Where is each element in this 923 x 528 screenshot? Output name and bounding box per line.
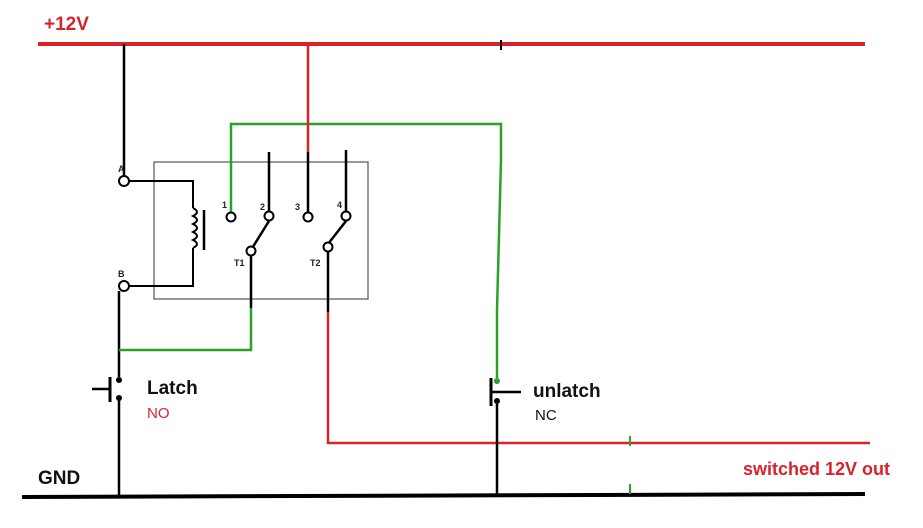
latch-label: Latch xyxy=(147,378,198,399)
relay-contact-1 xyxy=(225,211,237,223)
unlatch-contact-top xyxy=(494,378,500,384)
ground-label: GND xyxy=(38,468,80,489)
coil-wire-top xyxy=(129,180,194,208)
contact-3-label: 3 xyxy=(295,202,300,212)
latch-type-label: NO xyxy=(147,405,170,422)
t1-switch-arm xyxy=(249,220,271,251)
coil-terminal-a-label: A xyxy=(118,164,125,174)
coil-terminal-b xyxy=(118,280,130,292)
output-label: switched 12V out xyxy=(743,459,890,479)
switched-output-wire xyxy=(326,312,870,445)
relay-contact-3 xyxy=(302,211,314,223)
coil-terminal-a xyxy=(118,175,130,187)
coil-terminal-b-label: B xyxy=(118,269,125,279)
relay-contact-4 xyxy=(340,210,352,222)
throw-1-label: T1 xyxy=(234,258,245,268)
supply-label: +12V xyxy=(44,14,89,35)
relay-body xyxy=(153,161,369,300)
throw-2-label: T2 xyxy=(310,258,321,268)
unlatch-contact-bottom xyxy=(494,398,500,404)
contact-4-label: 4 xyxy=(337,200,342,210)
contact-2-label: 2 xyxy=(260,202,265,212)
latch-hold-wire xyxy=(119,308,253,352)
t2-switch-arm xyxy=(327,220,347,245)
unlatch-type-label: NC xyxy=(535,407,557,424)
relay-throw-t1 xyxy=(245,245,257,257)
unlatch-loop-wire xyxy=(229,122,503,378)
coil-winding xyxy=(190,207,198,249)
relay-throw-t2 xyxy=(322,241,334,253)
ground-rail xyxy=(21,492,866,499)
coil-wire-bottom xyxy=(129,248,194,287)
unlatch-label: unlatch xyxy=(533,381,601,402)
latch-contact-top xyxy=(116,377,122,383)
relay-contact-2 xyxy=(263,210,275,222)
contact-1-label: 1 xyxy=(222,200,227,210)
latch-contact-bottom xyxy=(116,395,122,401)
